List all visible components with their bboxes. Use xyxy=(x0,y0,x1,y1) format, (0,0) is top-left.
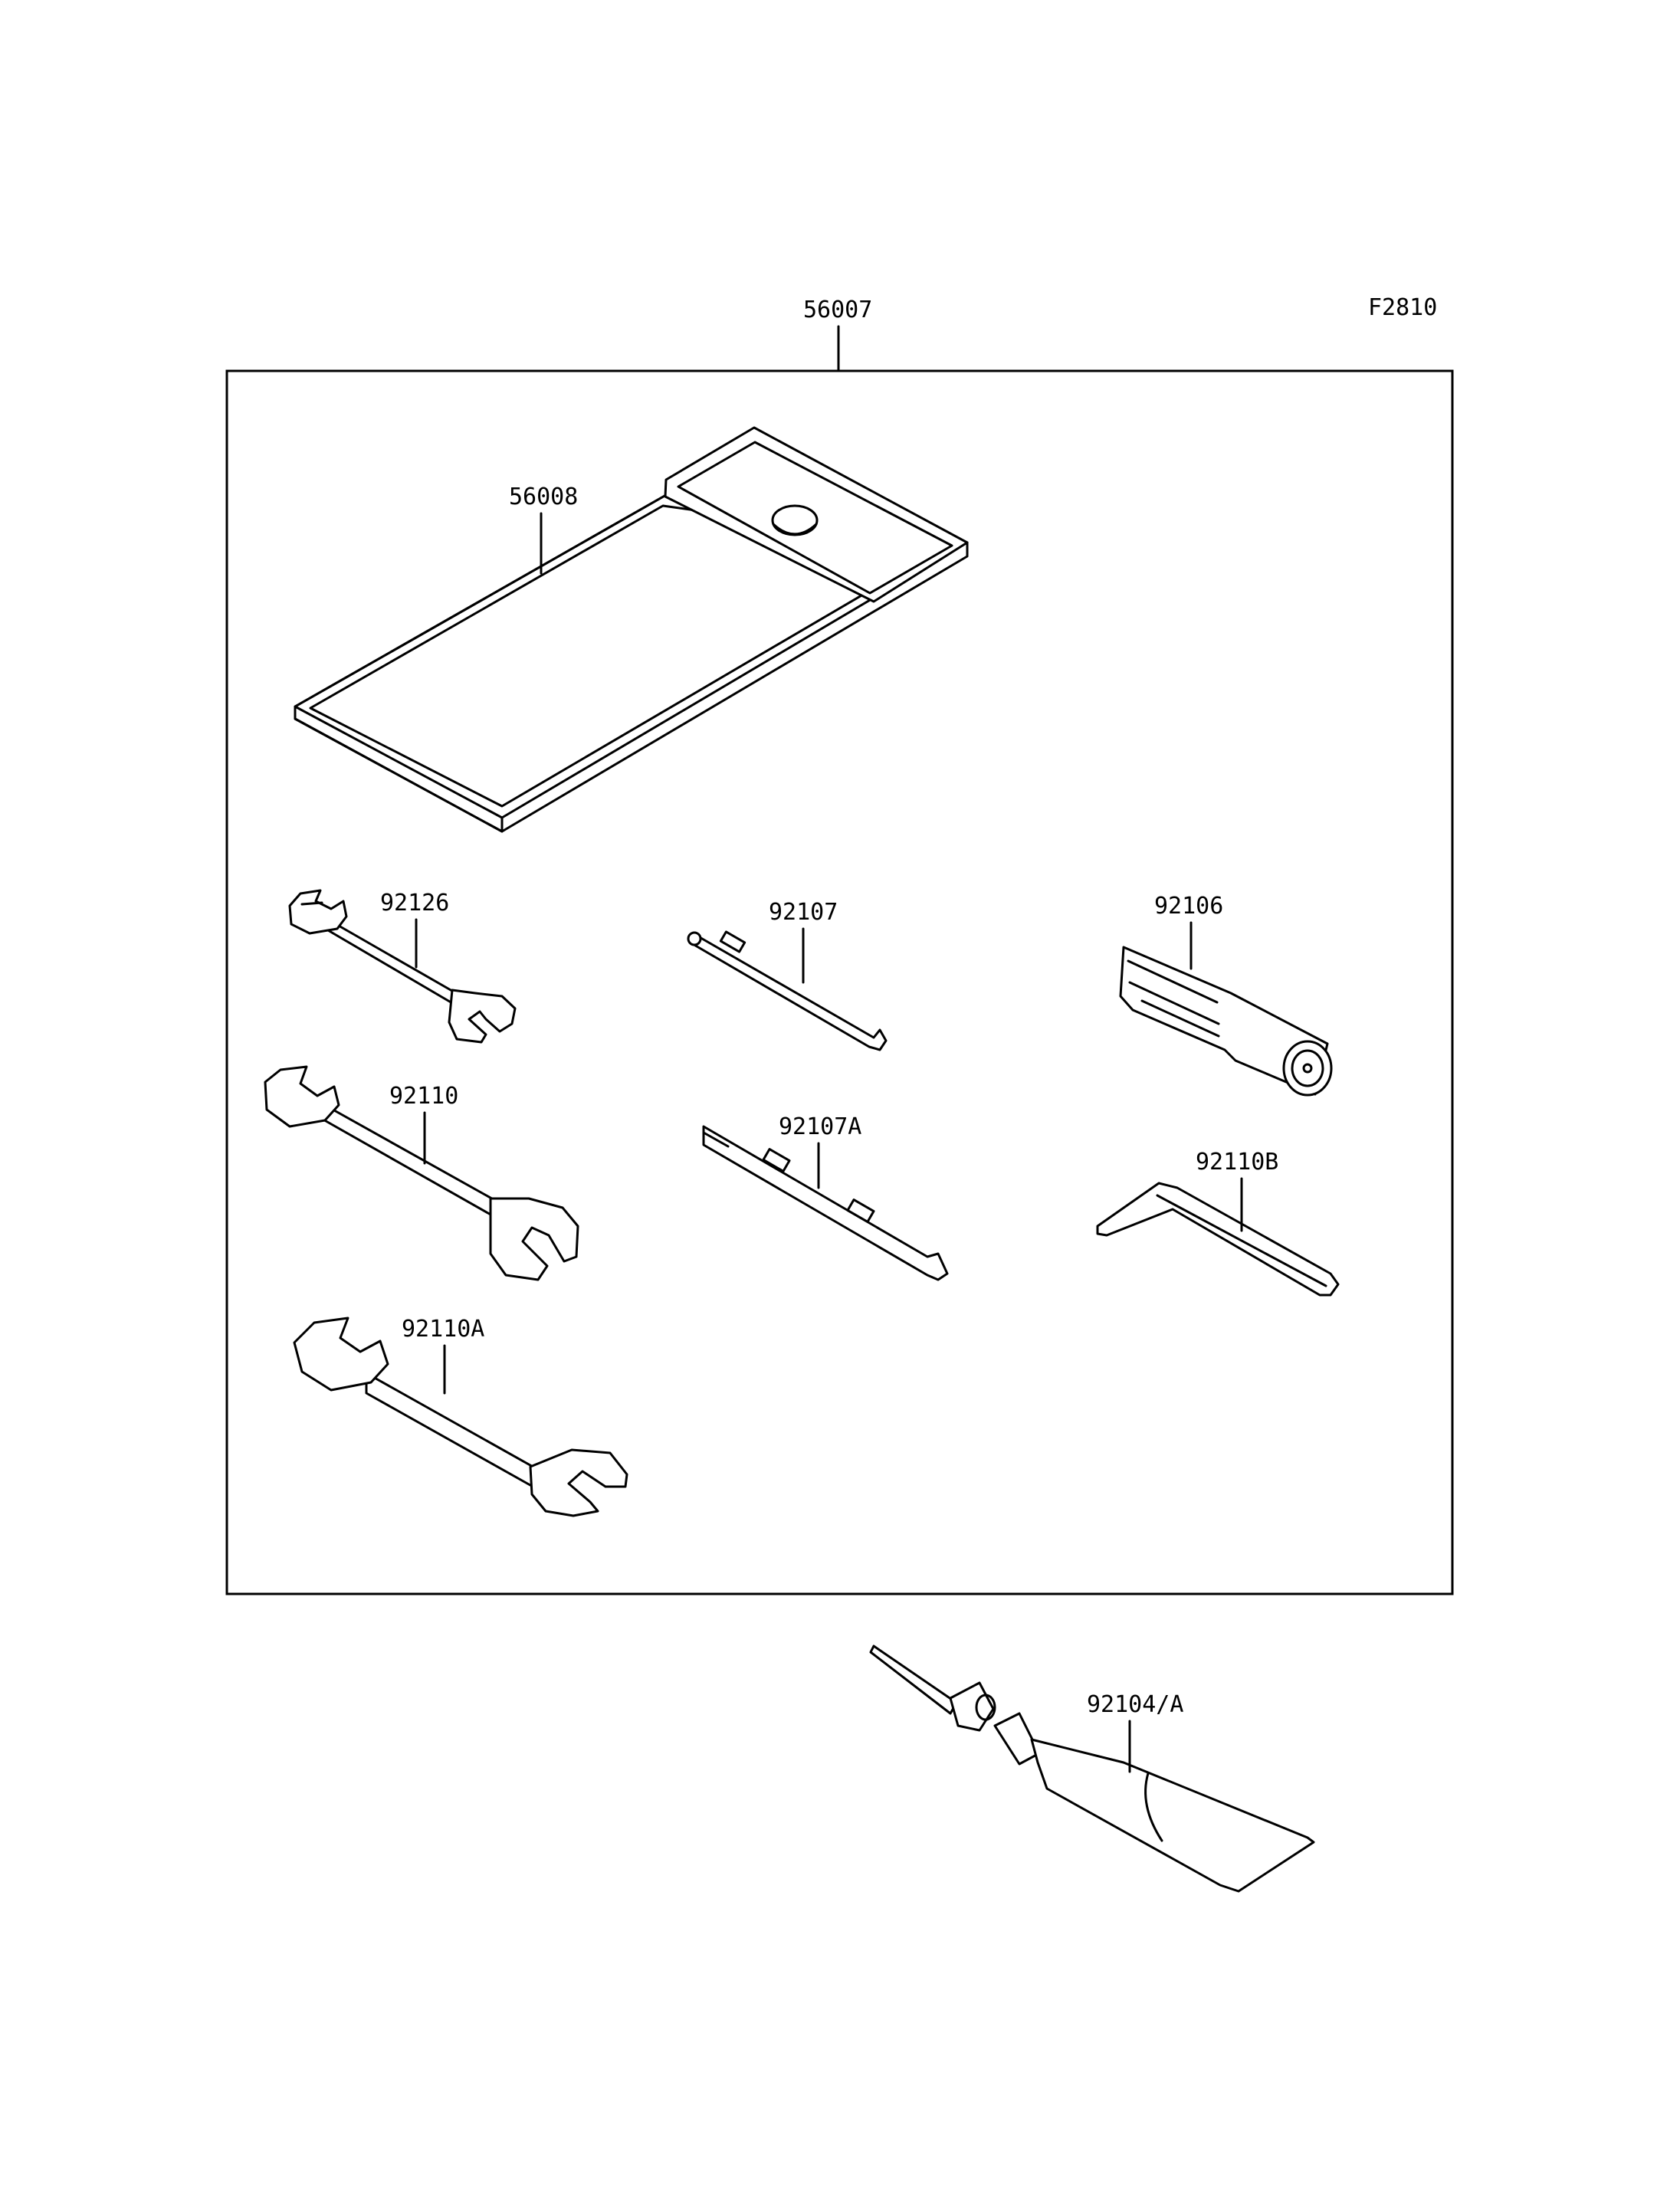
snap-button-icon xyxy=(771,504,819,536)
tool-kit-frame xyxy=(225,369,1454,1595)
grease-tube-drawing xyxy=(869,1644,1315,1893)
label-56008: 56008 xyxy=(509,484,578,510)
hex-key-drawing xyxy=(1096,1182,1340,1297)
figure-code-label: F2810 xyxy=(1368,294,1437,321)
double-bit-drawing xyxy=(702,1125,949,1281)
label-92110: 92110 xyxy=(389,1083,458,1110)
label-92107: 92107 xyxy=(769,899,838,926)
wrench-large-drawing xyxy=(293,1317,628,1517)
label-92106: 92106 xyxy=(1154,893,1223,920)
label-92104a: 92104/A xyxy=(1087,1691,1183,1718)
phillips-bit-drawing xyxy=(687,930,888,1051)
wrench-medium-drawing xyxy=(264,1065,579,1281)
label-56007: 56007 xyxy=(803,297,872,323)
label-92110b: 92110B xyxy=(1196,1149,1278,1176)
label-92107a: 92107A xyxy=(779,1113,861,1140)
wrench-small-drawing xyxy=(288,889,517,1044)
label-92126: 92126 xyxy=(380,890,449,917)
tool-pouch-drawing xyxy=(294,426,969,833)
screwdriver-handle-drawing xyxy=(1119,946,1333,1097)
label-92110a: 92110A xyxy=(402,1316,484,1343)
